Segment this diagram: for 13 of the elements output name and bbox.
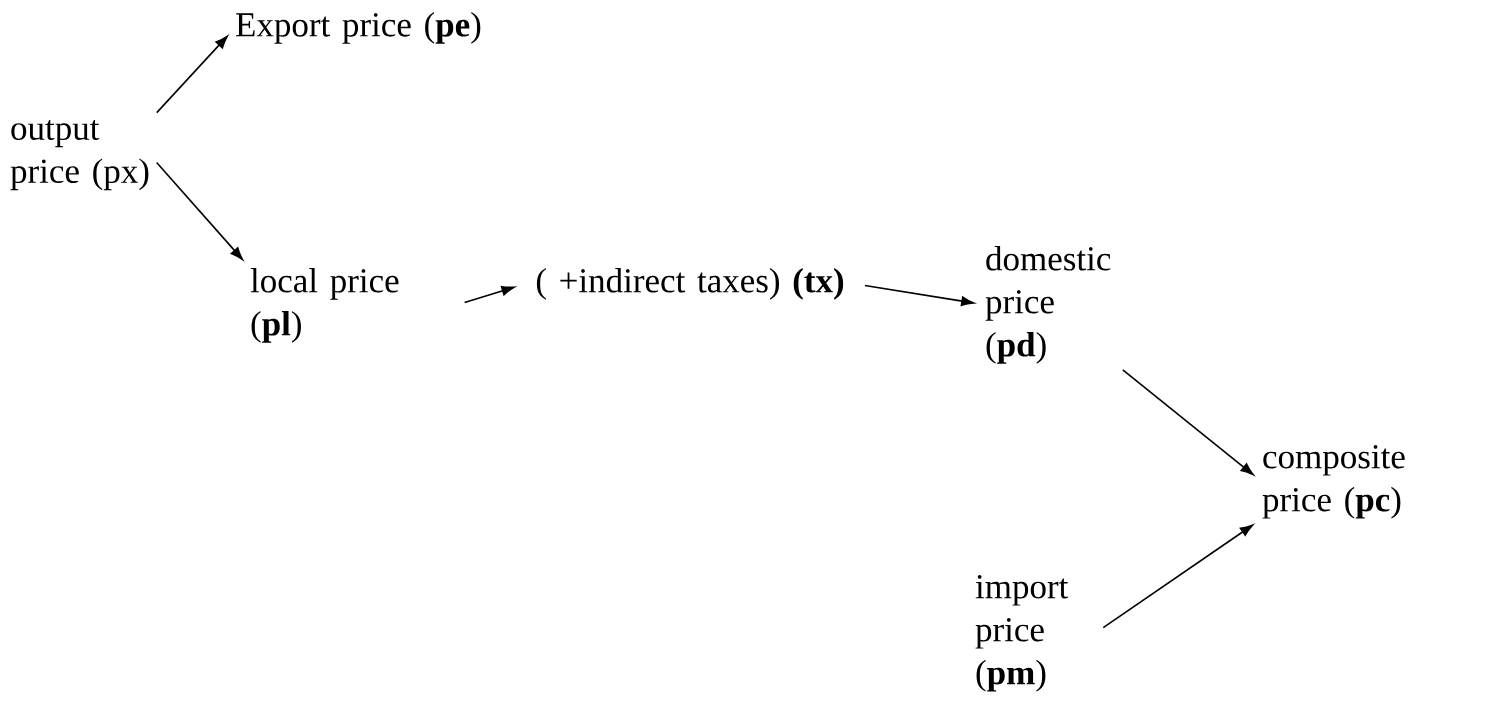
price-label: ( +indirect taxes) (tx) — [536, 268, 844, 300]
price-label: Export price (pe) — [236, 12, 481, 44]
price-label: local price (pl) — [250, 268, 399, 343]
price-label: output price (px) — [10, 120, 149, 191]
arrow — [156, 35, 228, 114]
arrow — [1122, 369, 1254, 476]
price-label: composite price (pc) — [1262, 445, 1405, 519]
price-label: import price (pm) — [975, 575, 1069, 692]
arrow — [155, 161, 244, 261]
price-label: domestic price (pd) — [985, 246, 1111, 364]
arrow — [864, 284, 975, 307]
arrow — [463, 285, 515, 304]
arrow — [1102, 524, 1254, 629]
